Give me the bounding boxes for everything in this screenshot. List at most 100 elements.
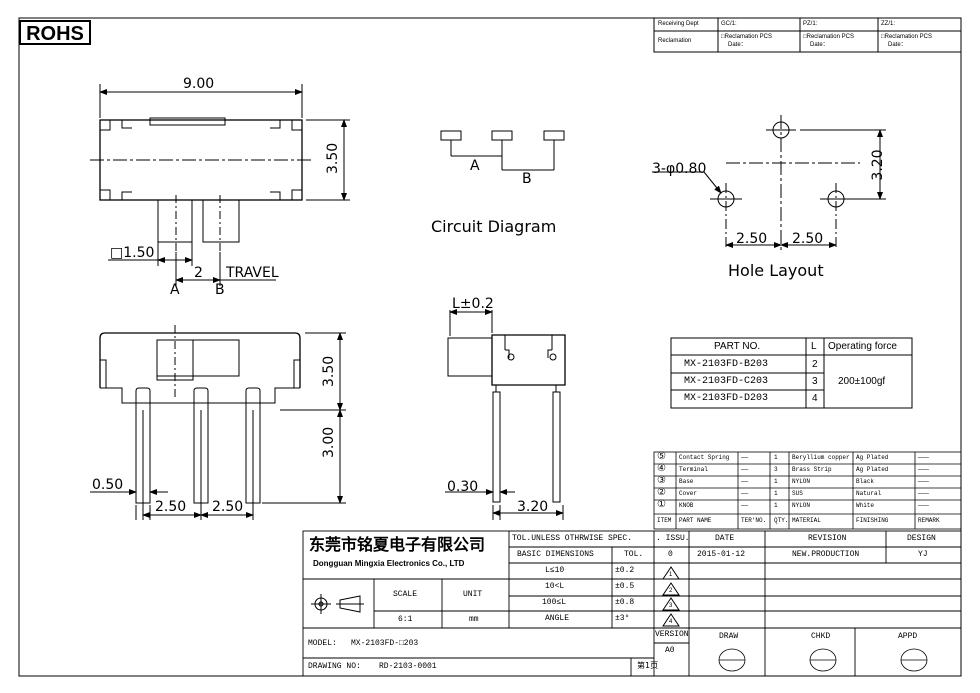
part-row-3-l: 4 bbox=[812, 393, 818, 404]
rev-mark-3: 3 bbox=[669, 603, 673, 609]
bom-cell: —— bbox=[741, 454, 749, 461]
tol-range-2: 10<L bbox=[545, 582, 565, 591]
basic-dims: BASIC DIMENSIONS bbox=[517, 550, 594, 559]
projection-icon bbox=[311, 594, 364, 614]
unit-value: mm bbox=[469, 615, 479, 624]
bom-cell: —— bbox=[741, 502, 749, 509]
reclamation-label: Reclamation bbox=[658, 38, 692, 44]
bom-header-cell: REMARK bbox=[918, 517, 940, 524]
title-block-grid bbox=[302, 530, 962, 677]
company-name-cn: 东莞市铭夏电子有限公司 bbox=[309, 535, 486, 554]
model-value: MX-2103FD-□203 bbox=[351, 639, 419, 648]
hole-pitch-1: 2.50 bbox=[736, 231, 768, 247]
pz-label: PZ/1: bbox=[803, 21, 818, 27]
bom-cell: ——— bbox=[918, 454, 929, 461]
dim-height: 3.50 bbox=[325, 142, 341, 174]
front-pin-width: 0.50 bbox=[92, 477, 124, 493]
bom-cell: ④ bbox=[657, 464, 666, 475]
front-pitch-2: 2.50 bbox=[212, 499, 244, 515]
zz-label: ZZ/1: bbox=[881, 21, 896, 27]
design-label: DESIGN bbox=[907, 534, 936, 543]
scale-value: 6:1 bbox=[398, 615, 413, 624]
design-value: YJ bbox=[918, 550, 928, 559]
bom-cell: ② bbox=[657, 488, 666, 499]
pos-a-label: A bbox=[170, 282, 180, 298]
hole-layout-title: Hole Layout bbox=[728, 261, 824, 280]
bom-cell: ——— bbox=[918, 490, 929, 497]
company-name-en: Dongguan Mingxia Electronics Co., LTD bbox=[313, 559, 465, 568]
gc-label: GC/1: bbox=[721, 21, 737, 27]
side-view bbox=[445, 309, 566, 520]
receiving-box bbox=[653, 17, 962, 53]
tol-range-4: ANGLE bbox=[545, 614, 570, 623]
bom-cell: Cover bbox=[679, 490, 698, 497]
bom-cell: ① bbox=[657, 500, 666, 511]
bom-cell: Contact Spring bbox=[679, 454, 730, 461]
dim-travel: 2 bbox=[194, 265, 203, 281]
date-label: DATE bbox=[715, 534, 735, 543]
bom-cell: 1 bbox=[774, 478, 778, 485]
part-row-1: MX-2103FD-B203 bbox=[684, 359, 769, 370]
circuit-b-label: B bbox=[522, 171, 532, 187]
bom-cell: SUS bbox=[792, 490, 803, 497]
bom-cell: Black bbox=[856, 478, 875, 485]
bom-cell: ——— bbox=[918, 502, 929, 509]
bom-cell: 1 bbox=[774, 502, 778, 509]
bom-cell: ③ bbox=[657, 476, 666, 487]
front-view bbox=[90, 325, 346, 520]
bom-cell: NYLON bbox=[792, 502, 811, 509]
revision-triangles bbox=[662, 566, 680, 627]
pos-b-label: B bbox=[215, 282, 225, 298]
bom-cell: 3 bbox=[774, 466, 778, 473]
tol-value-4: ±3° bbox=[615, 614, 630, 623]
zz-reclam: □Reclamation PCS bbox=[881, 34, 932, 40]
circuit-a-label: A bbox=[470, 158, 480, 174]
bom-cell: KNOB bbox=[679, 502, 694, 509]
bom-cell: Beryllium copper bbox=[792, 454, 850, 461]
travel-label: TRAVEL bbox=[226, 265, 279, 281]
bom-cell: —— bbox=[741, 466, 749, 473]
circuit-title: Circuit Diagram bbox=[431, 217, 557, 236]
bom-cell: Natural bbox=[856, 490, 882, 497]
unit-label: UNIT bbox=[463, 590, 483, 599]
version-label: VERSION bbox=[655, 630, 689, 639]
receiving-dept-label: Receiving Dept bbox=[658, 21, 699, 27]
part-table-grid bbox=[670, 337, 913, 409]
front-pitch-1: 2.50 bbox=[155, 499, 187, 515]
bom-cell: Terminal bbox=[679, 466, 708, 473]
rev-mark-2: 2 bbox=[669, 588, 673, 594]
part-row-2: MX-2103FD-C203 bbox=[684, 376, 769, 387]
bom-grid bbox=[653, 451, 962, 530]
bom-header-cell: QTY. bbox=[774, 517, 789, 524]
bom-header-cell: ITEM bbox=[657, 517, 672, 524]
part-row-3: MX-2103FD-D203 bbox=[684, 393, 769, 404]
issu-label: . ISSU. bbox=[656, 534, 690, 543]
bom-cell: 1 bbox=[774, 454, 778, 461]
bom-cell: Ag Plated bbox=[856, 454, 889, 461]
rohs-logo: ROHS bbox=[19, 20, 91, 45]
rev-mark-4: 4 bbox=[669, 619, 673, 625]
bom-header-cell: TER'NO. bbox=[741, 517, 767, 524]
part-header-l: L bbox=[811, 341, 817, 352]
bom-cell: ⑤ bbox=[657, 452, 666, 463]
appd-label: APPD bbox=[898, 632, 918, 641]
part-row-1-l: 2 bbox=[812, 359, 818, 370]
revision-value: NEW.PRODUCTION bbox=[792, 550, 860, 559]
part-header-part: PART NO. bbox=[714, 341, 761, 352]
drawing-no-value: RD-2103-0001 bbox=[379, 662, 437, 671]
bom-header-cell: FINISHING bbox=[856, 517, 889, 524]
side-lever-dim: L±0.2 bbox=[452, 296, 494, 312]
tol-range-1: L≤10 bbox=[545, 566, 565, 575]
pz-reclam: □Reclamation PCS bbox=[803, 34, 854, 40]
hole-height-dim: 3.20 bbox=[870, 149, 886, 181]
circuit-symbol bbox=[440, 130, 565, 171]
sheet-border bbox=[18, 17, 962, 677]
part-header-force: Operating force bbox=[828, 341, 897, 352]
bom-cell: Ag Plated bbox=[856, 466, 889, 473]
tol-range-3: 100≤L bbox=[542, 598, 567, 607]
side-pin-width: 0.30 bbox=[447, 479, 479, 495]
top-view bbox=[90, 84, 350, 286]
bom-cell: White bbox=[856, 502, 875, 509]
model-label: MODEL: bbox=[308, 639, 337, 648]
